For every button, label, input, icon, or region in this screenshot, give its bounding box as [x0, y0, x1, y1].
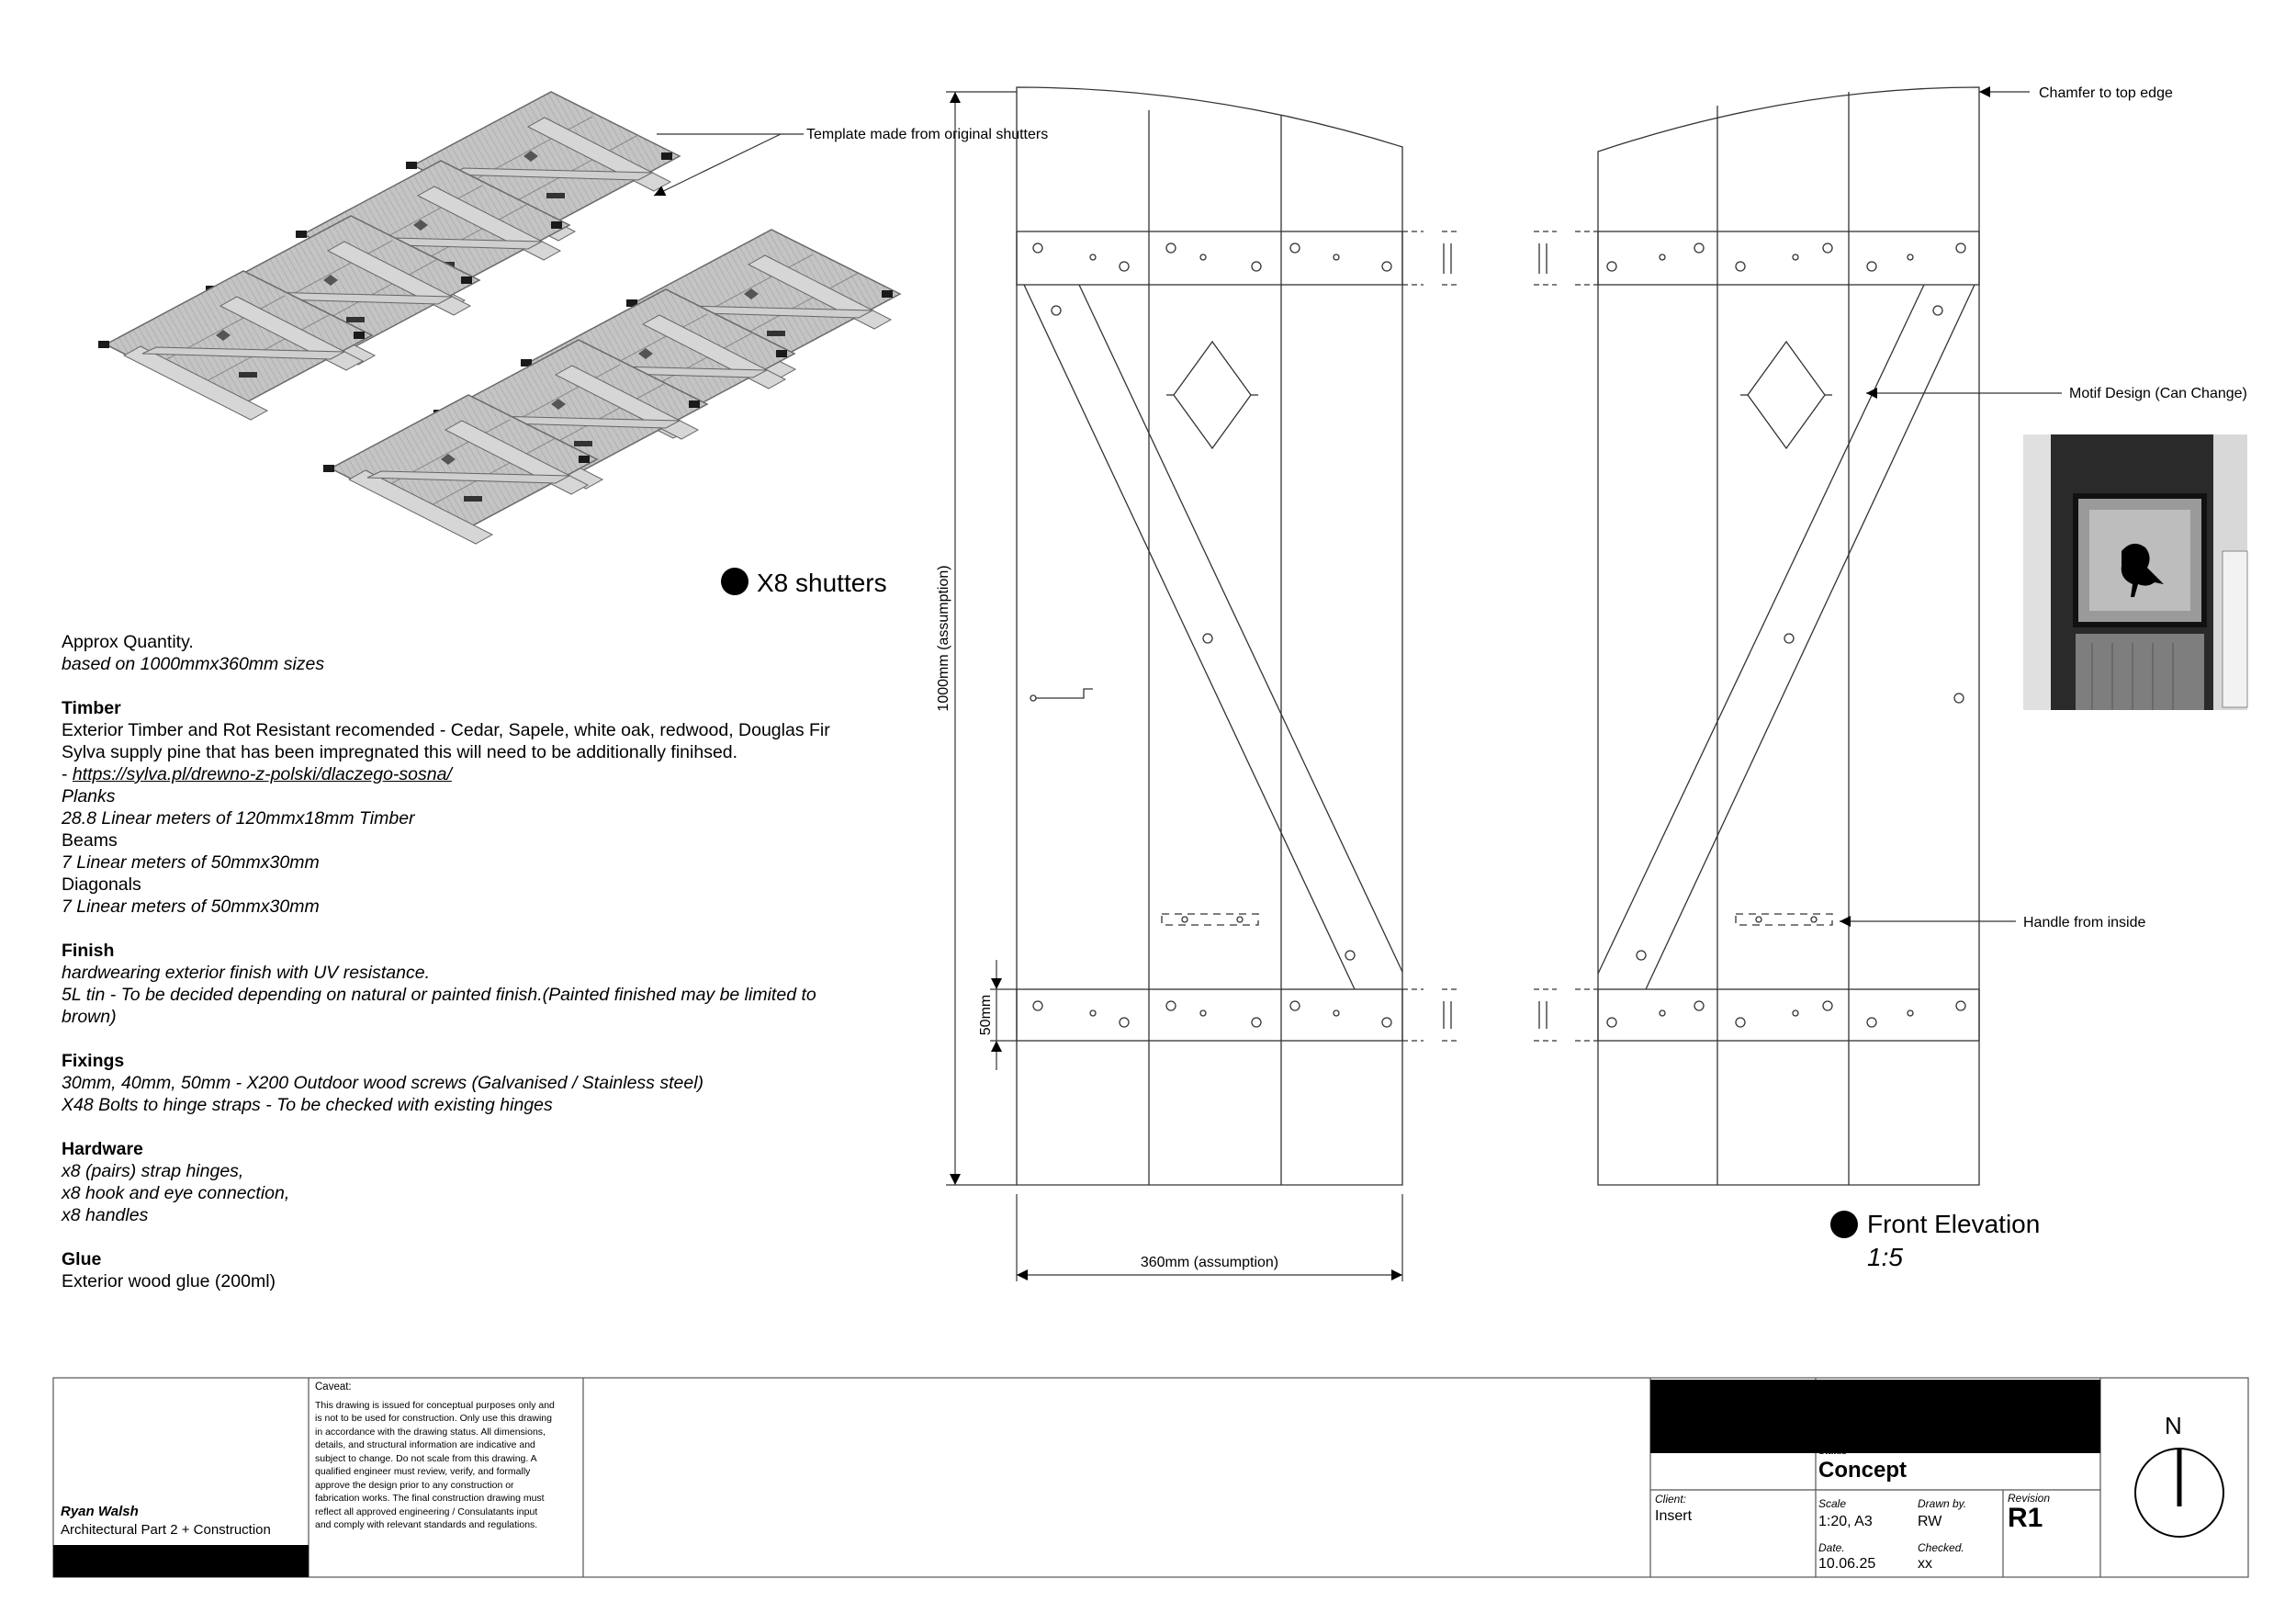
hardware-heading: Hardware — [62, 1139, 143, 1159]
specification-notes: Approx Quantity. based on 1000mmx360mm s… — [62, 631, 842, 1314]
author-course: Architectural Part 2 + Construction — [61, 1522, 271, 1538]
redacted-bar-right — [1650, 1380, 2100, 1453]
fixings-line-1: 30mm, 40mm, 50mm - X200 Outdoor wood scr… — [62, 1073, 704, 1093]
timber-line-1: Exterior Timber and Rot Resistant recome… — [62, 720, 830, 740]
scale-value: 1:20, A3 — [1818, 1514, 1873, 1529]
sylva-link[interactable]: https://sylva.pl/drewno-z-polski/dlaczeg… — [72, 764, 452, 784]
caveat-title: Caveat: — [315, 1382, 352, 1393]
date-label: Date. — [1818, 1541, 1845, 1554]
planks-label: Planks — [62, 786, 116, 806]
caveat-text: This drawing is issued for conceptual pu… — [315, 1399, 555, 1531]
notes-intro-sub: based on 1000mmx360mm sizes — [62, 654, 325, 674]
checked-value: xx — [1918, 1556, 1932, 1572]
finish-line-2: 5L tin - To be decided depending on natu… — [62, 985, 816, 1027]
status-value: Concept — [1818, 1458, 1907, 1483]
author-name: Ryan Walsh — [61, 1504, 139, 1519]
drawn-value: RW — [1918, 1514, 1942, 1529]
shutters-bullet — [721, 568, 748, 595]
dimension-width-text: 360mm (assumption) — [1141, 1255, 1278, 1270]
author-block: Ryan Walsh Architectural Part 2 + Constr… — [61, 1503, 271, 1539]
finish-line-1: hardwearing exterior finish with UV resi… — [62, 963, 431, 983]
planks-value: 28.8 Linear meters of 120mmx18mm Timber — [62, 808, 415, 829]
handle-annotation-text: Handle from inside — [2023, 915, 2146, 930]
status-label: Status — [1818, 1446, 1848, 1457]
finish-heading: Finish — [62, 941, 115, 961]
chamfer-annotation: Chamfer to top edge — [1979, 85, 2173, 101]
caveat-block: Caveat: This drawing is issued for conce… — [315, 1381, 556, 1532]
revision-label: Revision — [2008, 1492, 2051, 1505]
right-shutter-elevation — [1534, 86, 1980, 1186]
beams-value: 7 Linear meters of 50mmx30mm — [62, 852, 320, 873]
chamfer-annotation-text: Chamfer to top edge — [2039, 85, 2173, 101]
revision-value: R1 — [2008, 1503, 2043, 1533]
hardware-line-2: x8 hook and eye connection, — [62, 1183, 290, 1203]
hardware-line-1: x8 (pairs) strap hinges, — [62, 1161, 244, 1181]
left-shutter-elevation — [1016, 86, 1460, 1186]
dimension-height-text: 1000mm (assumption) — [936, 565, 951, 711]
dimension-height — [946, 91, 1017, 1186]
reference-photo — [2023, 434, 2248, 710]
timber-link-prefix: - — [62, 764, 73, 784]
motif-annotation-text: Motif Design (Can Change) — [2069, 386, 2247, 401]
beams-label: Beams — [62, 830, 118, 851]
glue-heading: Glue — [62, 1249, 102, 1269]
diagonals-label: Diagonals — [62, 874, 141, 895]
timber-heading: Timber — [62, 698, 121, 718]
fixings-heading: Fixings — [62, 1051, 125, 1071]
elevation-bullet — [1830, 1211, 1858, 1238]
elevation-scale: 1:5 — [1867, 1243, 1903, 1271]
fixings-line-2: X48 Bolts to hinge straps - To be checke… — [62, 1095, 553, 1115]
checked-label: Checked. — [1918, 1541, 1964, 1554]
bird-icon — [2121, 543, 2164, 597]
date-value: 10.06.25 — [1818, 1556, 1876, 1572]
client-label: Client: — [1655, 1493, 1687, 1506]
template-annotation: Template made from original shutters — [653, 127, 1048, 197]
hardware-line-3: x8 handles — [62, 1205, 149, 1225]
dimension-beam — [990, 960, 1017, 1070]
shutters-label: X8 shutters — [757, 569, 887, 597]
dimension-width — [1016, 1194, 1403, 1281]
client-value: Insert — [1655, 1508, 1693, 1524]
template-annotation-text: Template made from original shutters — [806, 127, 1048, 142]
diagonals-value: 7 Linear meters of 50mmx30mm — [62, 897, 320, 917]
north-arrow — [2134, 1448, 2224, 1538]
redacted-bar-left — [53, 1545, 309, 1577]
handle-annotation: Handle from inside — [1840, 915, 2146, 930]
drawn-label: Drawn by. — [1918, 1497, 1967, 1510]
motif-annotation: Motif Design (Can Change) — [1866, 386, 2247, 401]
scale-label: Scale — [1818, 1497, 1847, 1510]
glue-line-1: Exterior wood glue (200ml) — [62, 1271, 276, 1291]
north-label: N — [2165, 1412, 2182, 1439]
timber-line-2: Sylva supply pine that has been impregna… — [62, 742, 738, 762]
dimension-beam-text: 50mm — [978, 995, 994, 1035]
timber-link-row: - https://sylva.pl/drewno-z-polski/dlacz… — [62, 763, 842, 785]
notes-intro-title: Approx Quantity. — [62, 632, 194, 652]
elevation-label: Front Elevation — [1867, 1210, 2041, 1238]
